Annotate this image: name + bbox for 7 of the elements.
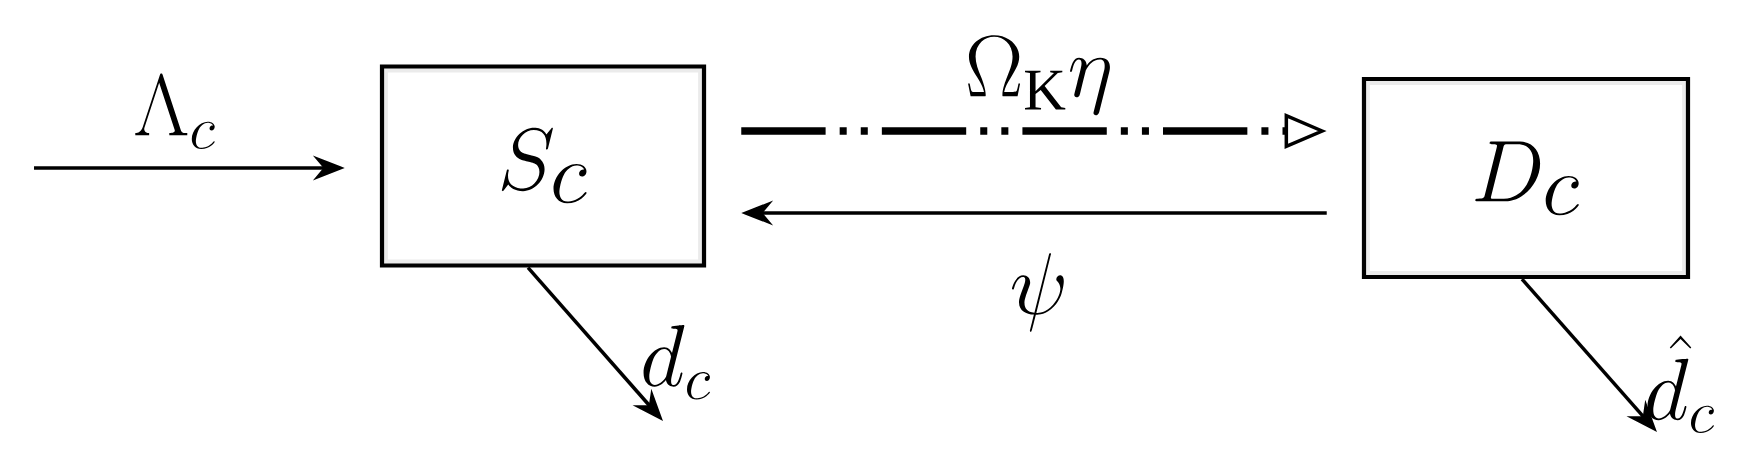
edge-label: $d_c$: [643, 325, 710, 400]
edge-label: $\Omega_{\mathrm{K}}\eta$: [968, 35, 1110, 116]
edge-label: $\psi$: [1011, 253, 1064, 332]
box-label: $D_c$: [1475, 141, 1579, 216]
edge-label: $\Lambda_c$: [135, 73, 215, 150]
box-label: $S_c$: [501, 127, 587, 204]
edge-label: $\hat{d}_c$: [1647, 335, 1714, 434]
